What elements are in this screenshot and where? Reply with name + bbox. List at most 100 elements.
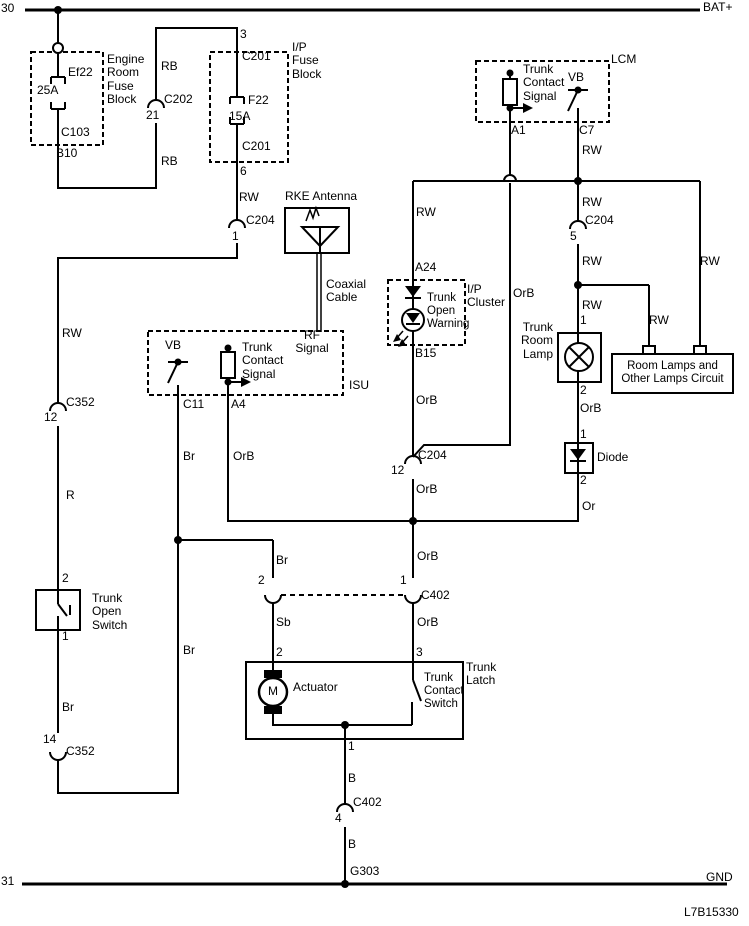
- wire-br-net: [57, 397, 274, 794]
- fuse-f22-label: F22: [248, 93, 269, 107]
- component-boxes: [35, 207, 734, 740]
- lcm-resistor-icon: [502, 69, 533, 113]
- wire-color-sb-1: Sb: [276, 615, 291, 629]
- connector-c204-5-icon: [569, 220, 587, 230]
- doc-code: L7B15330: [684, 905, 739, 919]
- pin-c11-label: C11: [183, 397, 205, 411]
- fuse-f22-icon: [229, 96, 245, 125]
- connector-c402-1-label: C402: [421, 588, 450, 602]
- wire-color-rb-1: RB: [161, 59, 178, 73]
- wire-color-rw-5: RW: [582, 254, 602, 268]
- room-lamps-box: [611, 353, 734, 394]
- fuse-ef22-icon: [50, 76, 66, 110]
- trunk-latch-pin-3: 3: [416, 645, 423, 659]
- room-lamps-terminal-right: [693, 345, 707, 355]
- pin-a4-label: A4: [231, 397, 246, 411]
- connector-c352-14-icon: [49, 751, 67, 761]
- pin-c7-label: C7: [579, 123, 595, 137]
- connector-c202-21-icon: [147, 99, 165, 109]
- trunk-open-switch-pin-1: 1: [62, 629, 69, 643]
- ip-fuse-block-label: I/P Fuse Block: [292, 40, 323, 81]
- trunk-contact-switch-label: Trunk Contact Switch: [424, 672, 467, 710]
- wire-trunk-open-switch-internals: [57, 590, 71, 630]
- diode-label: Diode: [597, 450, 629, 464]
- connector-c352-14-pin: 14: [43, 732, 57, 746]
- pin-3-label: 3: [240, 27, 247, 41]
- isu-resistor-icon: [220, 344, 251, 387]
- actuator-label: Actuator: [293, 680, 338, 694]
- room-lamps-circuit-label: Room Lamps and Other Lamps Circuit: [621, 360, 724, 385]
- diode-pin-2: 2: [580, 473, 587, 487]
- wire-color-br-1: Br: [62, 700, 74, 714]
- pin-b10-label: B10: [56, 146, 78, 160]
- wire-color-or-1: Or: [582, 499, 596, 513]
- connector-c402-4-label: C402: [353, 795, 382, 809]
- isu-box: [147, 330, 344, 396]
- trunk-room-lamp-icon: [564, 342, 594, 372]
- connector-c103-label: C103: [61, 125, 90, 139]
- isu-rf-signal-label: RF Signal: [295, 328, 329, 356]
- wire-color-orb-6: OrB: [417, 615, 439, 629]
- connector-c352-14-label: C352: [66, 744, 95, 758]
- wire-battery-feed: [57, 10, 238, 590]
- pin-a24-label: A24: [415, 260, 437, 274]
- lcm-vb-switch-icon: [567, 86, 588, 112]
- trunk-latch-pin-2: 2: [276, 645, 283, 659]
- wire-color-br-2: Br: [183, 449, 195, 463]
- trunk-open-switch-label: Trunk Open Switch: [92, 591, 128, 632]
- engine-room-fuse-block-label: Engine Room Fuse Block: [107, 52, 148, 107]
- rke-antenna-box: [284, 207, 350, 254]
- rail-31-label: 31: [1, 874, 15, 888]
- connector-arcs: [49, 99, 587, 813]
- connector-c352-12-icon: [49, 402, 67, 412]
- wire-color-orb-2: OrB: [513, 286, 535, 300]
- connector-c204-1-label: C204: [246, 213, 275, 227]
- trunk-room-lamp-pin-2: 2: [580, 383, 587, 397]
- ip-cluster-label: I/P Cluster: [467, 282, 506, 310]
- motor-m-label: M: [268, 684, 278, 698]
- coaxial-cable-label: Coaxial Cable: [326, 277, 370, 305]
- wire-color-br-3: Br: [276, 553, 288, 567]
- lcm-box: [475, 60, 610, 123]
- trunk-open-switch-pin-2: 2: [62, 571, 69, 585]
- pin-b15-label: B15: [415, 346, 437, 360]
- wire-c7-lamp: [577, 108, 701, 521]
- cluster-led-icon: [393, 308, 425, 347]
- wire-color-rw-2: RW: [62, 326, 82, 340]
- wire-color-orb-7: OrB: [580, 401, 602, 415]
- rail-gnd-label: GND: [706, 870, 733, 884]
- antenna-icon: [299, 226, 341, 253]
- engine-room-fuse-block-box: [30, 51, 104, 146]
- wire-color-orb-4: OrB: [416, 482, 438, 496]
- wire-color-rw-9: RW: [416, 205, 436, 219]
- connector-c201-bottom-label: C201: [242, 139, 271, 153]
- lcm-vb-label: VB: [568, 70, 585, 84]
- wire-latch-ground: [272, 662, 422, 884]
- connector-c204-12-pin: 12: [391, 463, 405, 477]
- wire-color-orb-1: OrB: [233, 449, 255, 463]
- lcm-trunk-contact-signal-label: Trunk Contact Signal: [523, 62, 568, 103]
- connector-c204-1-icon: [228, 219, 246, 229]
- fuse-f22-rating: 15A: [229, 109, 251, 123]
- coaxial-cable-lines: [316, 253, 322, 332]
- wire-color-b-2: B: [348, 837, 357, 851]
- rail-30-label: 30: [1, 1, 15, 15]
- connector-c204-5-label: C204: [585, 213, 614, 227]
- wire-orb-a4: [227, 382, 579, 522]
- connector-c402-1-icon: [404, 594, 422, 604]
- ground-g303-label: G303: [350, 864, 380, 878]
- connector-c402-1-pin: 1: [400, 573, 407, 587]
- wire-orb-a1: [412, 108, 511, 458]
- isu-trunk-contact-signal-label: Trunk Contact Signal: [242, 340, 287, 381]
- connector-c402-4-pin: 4: [335, 811, 342, 825]
- isu-vb-label: VB: [165, 338, 182, 352]
- wire-color-r-1: R: [66, 488, 75, 502]
- connector-c352-12-pin: 12: [44, 410, 58, 424]
- rke-antenna-label: RKE Antenna: [285, 189, 358, 203]
- connector-c352-12-label: C352: [66, 395, 95, 409]
- connector-c204-1-pin: 1: [232, 229, 239, 243]
- connector-c402-2-pin: 2: [258, 573, 265, 587]
- isu-vb-switch-icon: [167, 358, 188, 397]
